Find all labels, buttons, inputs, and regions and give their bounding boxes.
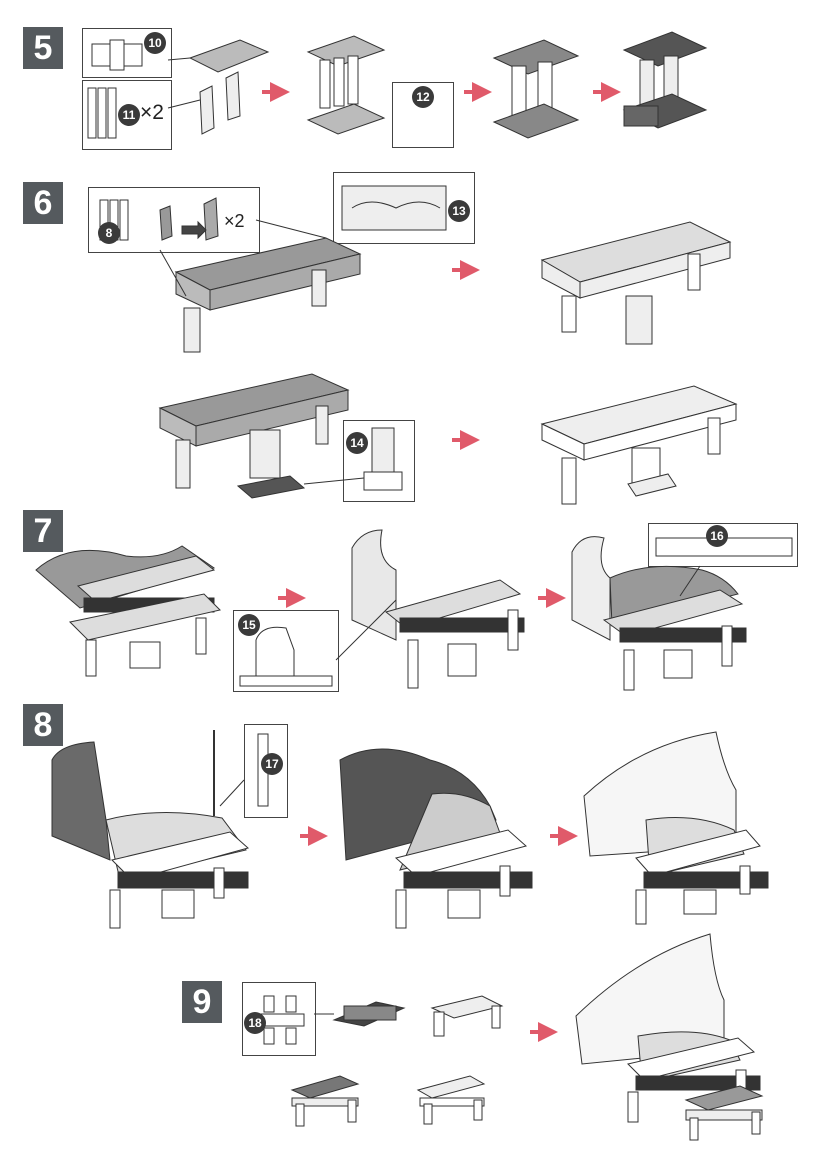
part-11-label: 11 [118, 104, 140, 126]
step-5-illustration [87, 31, 708, 139]
part-10-label: 10 [144, 32, 166, 54]
part-8-label: 8 [98, 222, 120, 244]
step-6-illustration [99, 185, 738, 505]
step-9-illustration [255, 933, 764, 1141]
part-17-label: 17 [261, 753, 283, 775]
step-9-number: 9 [182, 981, 222, 1023]
step-8-number: 8 [23, 704, 63, 746]
step-6-number: 6 [23, 182, 63, 224]
part-16-label: 16 [706, 525, 728, 547]
part-18-label: 18 [244, 1012, 266, 1034]
part-11-quantity: ×2 [140, 101, 164, 124]
part-14-label: 14 [346, 432, 368, 454]
part-8-quantity: ×2 [224, 211, 245, 231]
step-7-illustration [35, 529, 793, 691]
step-7-number: 7 [23, 510, 63, 552]
step-5-number: 5 [23, 27, 63, 69]
part-12-label: 12 [412, 86, 434, 108]
part-13-label: 13 [448, 200, 470, 222]
step-8-illustration [51, 730, 769, 929]
part-15-label: 15 [238, 614, 260, 636]
